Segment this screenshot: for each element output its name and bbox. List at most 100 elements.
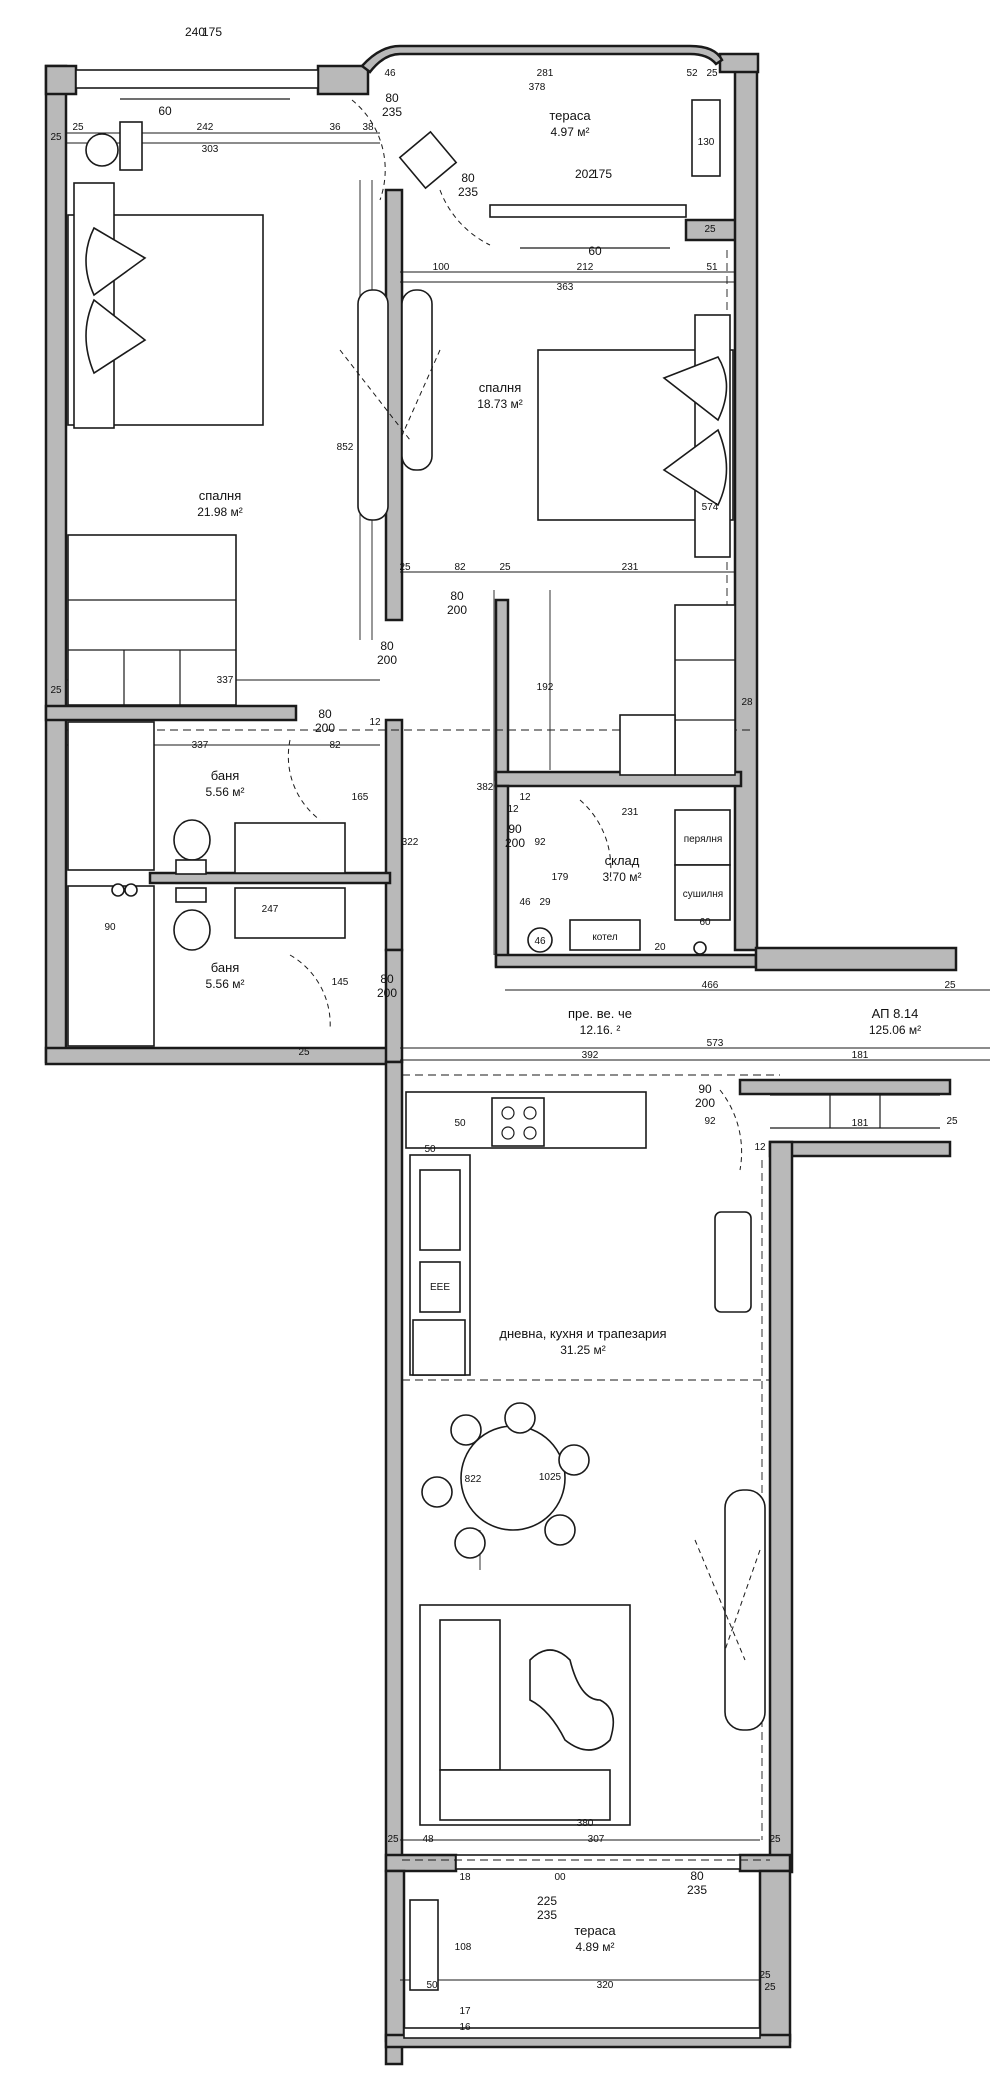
apartment-area: 125.06 м²	[869, 1023, 921, 1037]
dim-label: 25	[704, 224, 716, 235]
dim-label: 52	[686, 68, 698, 79]
room-label-bath1: баня	[211, 768, 240, 783]
dim-label: 28	[741, 697, 753, 708]
appliance-label-dryer: сушилня	[683, 889, 723, 900]
dim-label: 303	[202, 144, 219, 155]
room-area-terrace-bottom: 4.89 м²	[576, 1940, 615, 1954]
door-width-label: 80	[690, 1869, 704, 1883]
dim-label: 363	[557, 282, 574, 293]
wall-living-bottom-left	[384, 1853, 458, 1873]
door-width-label: 90	[698, 1082, 712, 1096]
wall-hall-right-lower	[738, 1078, 952, 1096]
dim-label: 573	[707, 1038, 724, 1049]
room-label-bedroom1: спалня	[199, 488, 242, 503]
wardrobe-bedroom2	[674, 604, 736, 776]
window-living	[455, 1854, 741, 1870]
room-label-living: дневна, кухня и трапезария	[499, 1326, 666, 1341]
dim-label: 25	[50, 132, 62, 143]
room-area-storage: 3.70 м²	[603, 870, 642, 884]
room-area-bedroom2: 18.73 м²	[477, 397, 523, 411]
dim-label: 12	[519, 792, 531, 803]
wall-top-bedroom1	[44, 64, 78, 96]
dim-label: 92	[534, 837, 546, 848]
dim-label: 181	[852, 1118, 869, 1129]
sliding-door	[357, 289, 389, 521]
dim-label: 17	[459, 2006, 471, 2017]
room-label-hall: пре. ве. че	[568, 1006, 632, 1021]
washer	[674, 809, 731, 866]
room-labels: спалня 21.98 м² спалня 18.73 м² тераса 4…	[197, 108, 921, 1954]
dim-label: 60	[699, 917, 711, 928]
storage-box-terrace	[691, 99, 721, 177]
wall-bath-right-lower	[384, 948, 404, 1064]
dim-label: 320	[597, 1980, 614, 1991]
dim-label: 38	[362, 122, 374, 133]
room-area-hall: 12.16. ²	[580, 1023, 621, 1037]
dim-label: 50	[454, 1118, 466, 1129]
dim-label: 82	[454, 562, 466, 573]
wall-bath-bottom	[44, 1046, 398, 1066]
dim-label: 337	[217, 675, 234, 686]
window-width-label: 240	[185, 25, 205, 39]
dim-label: 12	[754, 1142, 766, 1153]
pillow-icon	[662, 428, 728, 507]
dining-chair	[504, 1402, 536, 1434]
fridge	[412, 1319, 466, 1376]
sliding-door	[401, 289, 433, 471]
dim-label: 16	[459, 2022, 471, 2033]
pillow-icon	[662, 356, 728, 422]
terrace-bottom-furniture	[409, 1899, 439, 1991]
wall-living-right	[768, 1140, 794, 1874]
dim-label: 466	[702, 980, 719, 991]
chair-icon	[85, 133, 119, 167]
dim-label: 25	[759, 1970, 771, 1981]
water-heater	[527, 927, 553, 953]
bathtub-1	[67, 721, 155, 871]
desk-bedroom1	[119, 121, 143, 171]
room-area-living: 31.25 м²	[560, 1343, 606, 1357]
room-label-bath2: баня	[211, 960, 240, 975]
dimension-numbers: 46 281 52 25 378 25 242 36 38 303 100 21…	[50, 68, 958, 2033]
dim-label: 574	[702, 502, 719, 513]
dim-label: 378	[529, 82, 546, 93]
dim-label: 100	[433, 262, 450, 273]
wall-right-cap	[718, 52, 760, 74]
dim-label: 392	[582, 1050, 599, 1061]
dim-label: 165	[352, 792, 369, 803]
dim-label: 212	[577, 262, 594, 273]
dim-label: 231	[622, 562, 639, 573]
room-label-storage: склад	[605, 853, 640, 868]
wall-terrace-curve	[360, 44, 724, 74]
coffee-table	[529, 1649, 615, 1751]
wall-storage-bottom	[494, 953, 758, 969]
door-labels: 80 235 80 235 80 200 80 200 80 200 80 20…	[158, 25, 715, 1922]
window-width-label: 202	[575, 167, 595, 181]
dim-label: 145	[332, 977, 349, 988]
wall-storage-left	[494, 784, 510, 968]
vanity-1	[234, 822, 346, 874]
faucet-icon	[124, 883, 138, 897]
counter-code-label: ЕЕЕ	[430, 1282, 450, 1293]
boiler	[569, 919, 641, 951]
stove	[491, 1097, 545, 1147]
sliding-door-living	[724, 1489, 766, 1731]
room-label-terrace-top: тераса	[549, 108, 591, 123]
window-sill-mark: 00	[554, 1872, 566, 1883]
door-height-label: 235	[382, 105, 402, 119]
dim-label: 25	[50, 685, 62, 696]
dim-label: 46	[519, 897, 531, 908]
wall-right-top	[733, 64, 759, 952]
dim-label: 25	[298, 1047, 310, 1058]
window-terrace-bottom	[403, 2027, 761, 2039]
dining-chair	[421, 1476, 453, 1508]
window-height-label: 175	[202, 25, 222, 39]
door-height-label: 200	[377, 653, 397, 667]
sofa-seat-area	[439, 1769, 611, 1821]
dim-label: 25	[387, 1834, 399, 1845]
dim-label: 82	[329, 740, 341, 751]
room-label-bedroom2: спалня	[479, 380, 522, 395]
wall-bedroom1-bottom	[44, 704, 298, 722]
faucet-icon	[111, 883, 125, 897]
pillow-icon	[85, 298, 147, 375]
